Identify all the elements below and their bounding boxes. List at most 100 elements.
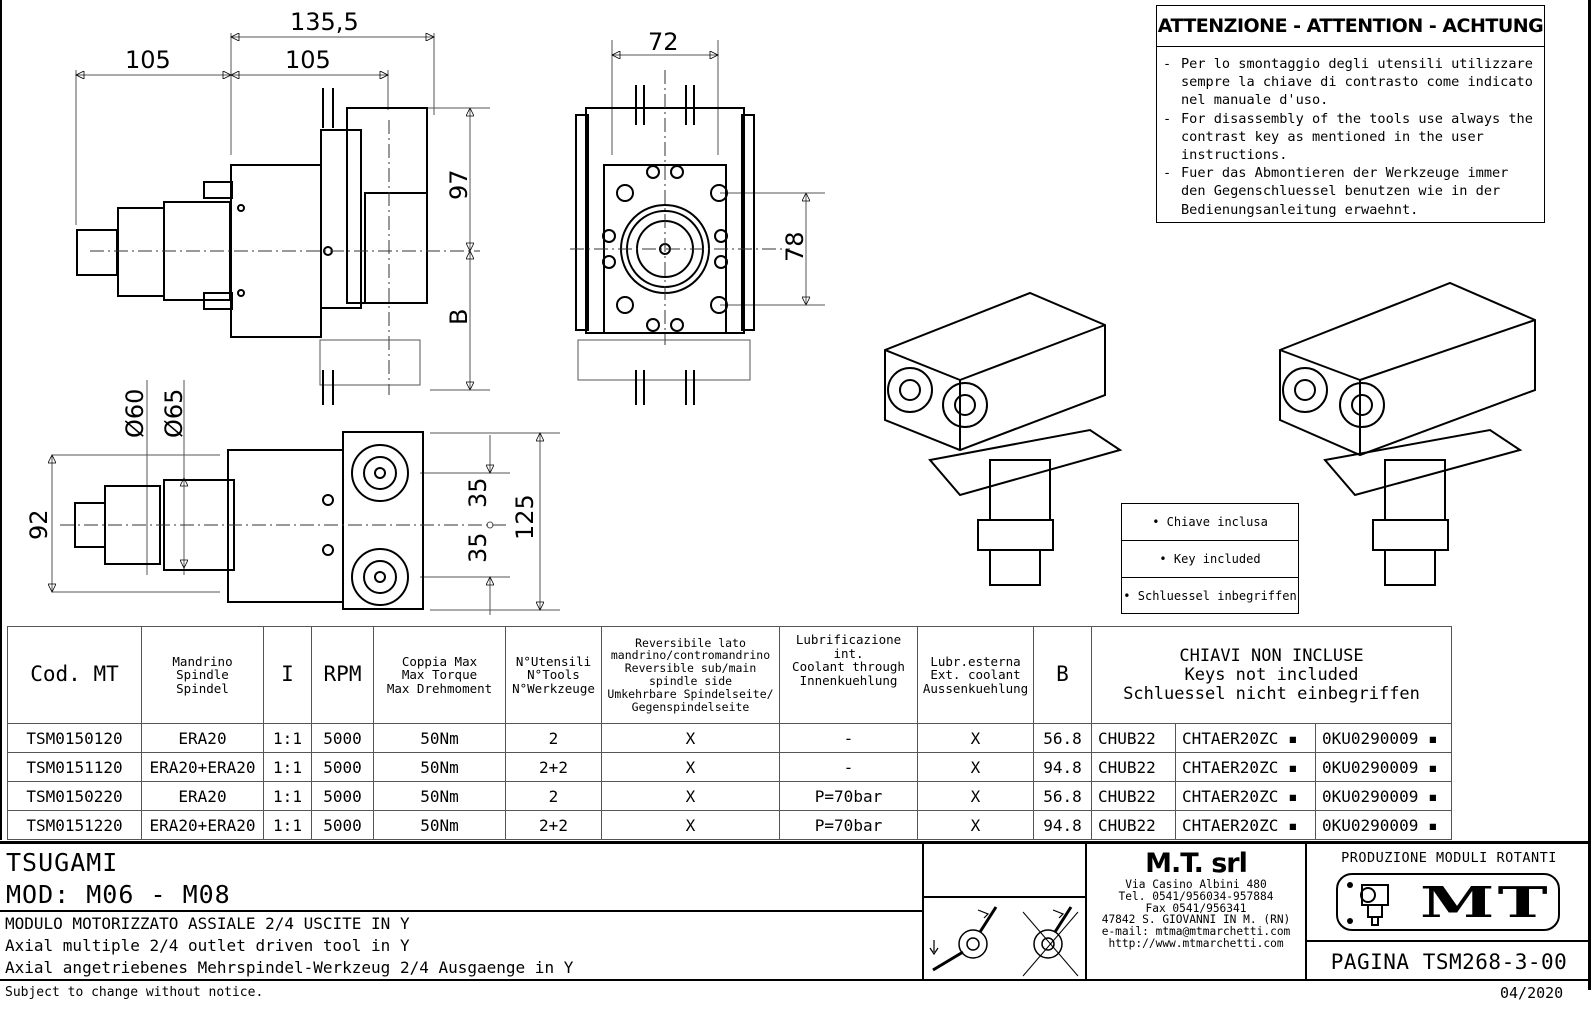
cell-spindle: ERA20: [141, 723, 264, 753]
header-ratio: I: [263, 626, 312, 724]
cell-key1: CHUB22: [1091, 781, 1176, 811]
dim-72: 72: [648, 28, 679, 56]
company-fax: Fax 0541/956341: [1145, 901, 1247, 915]
cell-coolant-int: -: [779, 752, 918, 782]
warning-item-en: -For disassembly of the tools use always…: [1163, 110, 1533, 164]
cell-torque: 50Nm: [373, 781, 506, 811]
company-tel: Tel. 0541/956034-957884: [1118, 889, 1274, 903]
description-de: Axial angetriebenes Mehrspindel-Werkzeug…: [5, 958, 574, 977]
isometric-view-right: [1279, 281, 1536, 586]
cell-b: 94.8: [1033, 752, 1092, 782]
cell-key1: CHUB22: [1091, 810, 1176, 840]
cell-code: TSM0150120: [7, 723, 142, 753]
warning-item-it: -Per lo smontaggio degli utensili utiliz…: [1163, 56, 1533, 109]
warning-item-de: -Fuer das Abmontieren der Werkzeuge imme…: [1163, 165, 1509, 218]
mt-logo: MT: [1336, 873, 1560, 931]
company-name: M.T. srl: [1145, 848, 1248, 879]
technical-drawing: 135,5 105 105 97 B 72 78 Ø60 Ø65 92 35 3…: [25, 8, 1536, 615]
dim-78: 78: [781, 231, 809, 262]
isometric-view-left: [884, 291, 1123, 586]
cell-reversible: X: [601, 752, 780, 782]
title-block-key-icons: [924, 844, 1087, 981]
footer-date: 04/2020: [1500, 984, 1564, 1002]
cell-key2: CHTAER20ZC: [1175, 752, 1316, 782]
top-view: [52, 380, 560, 615]
company-website[interactable]: http://www.mtmarchetti.com: [1108, 936, 1284, 950]
dim-97: 97: [445, 169, 473, 200]
cell-ratio: 1:1: [263, 781, 312, 811]
warning-box: ATTENZIONE - ATTENTION - ACHTUNG -Per lo…: [1156, 5, 1545, 223]
cell-key3: 0KU0290009: [1315, 781, 1452, 811]
dim-35-bottom: 35: [464, 532, 492, 563]
cell-tools: 2+2: [505, 752, 602, 782]
company-address: Via Casino Albini 480: [1125, 878, 1267, 891]
cell-b: 56.8: [1033, 781, 1092, 811]
cell-reversible: X: [601, 810, 780, 840]
dim-diam-65: Ø65: [160, 389, 188, 438]
cell-spindle: ERA20: [141, 781, 264, 811]
cell-key3: 0KU0290009: [1315, 752, 1452, 782]
warning-title: ATTENZIONE - ATTENTION - ACHTUNG: [1157, 6, 1544, 47]
side-view: [76, 33, 490, 405]
cell-ratio: 1:1: [263, 723, 312, 753]
header-rpm: RPM: [311, 626, 374, 724]
cell-code: TSM0151220: [7, 810, 142, 840]
cell-rpm: 5000: [311, 723, 374, 753]
cell-key2: CHTAER20ZC: [1175, 810, 1316, 840]
cell-key1: CHUB22: [1091, 752, 1176, 782]
cell-code: TSM0151120: [7, 752, 142, 782]
dim-diam-60: Ø60: [121, 389, 149, 438]
cell-b: 56.8: [1033, 723, 1092, 753]
header-code: Cod. MT: [7, 626, 142, 724]
company-info: M.T. srl Via Casino Albini 480 Tel. 0541…: [1087, 844, 1307, 981]
front-view: [570, 40, 825, 405]
dim-105-left: 105: [125, 46, 171, 74]
cell-coolant-ext: X: [917, 752, 1034, 782]
cell-torque: 50Nm: [373, 810, 506, 840]
cell-coolant-int: P=70bar: [779, 781, 918, 811]
cell-coolant-ext: X: [917, 723, 1034, 753]
cell-spindle: ERA20+ERA20: [141, 810, 264, 840]
cell-b: 94.8: [1033, 810, 1092, 840]
dim-125: 125: [511, 494, 539, 540]
rotary-module-icon: [1347, 882, 1389, 926]
cell-tools: 2: [505, 781, 602, 811]
machine-name: TSUGAMI: [6, 848, 119, 877]
dim-92: 92: [25, 509, 53, 540]
footer-note: Subject to change without notice.: [5, 985, 264, 1000]
cell-torque: 50Nm: [373, 723, 506, 753]
model-name: MOD: M06 - M08: [6, 880, 231, 909]
cell-code: TSM0150220: [7, 781, 142, 811]
logo-text: MT: [1420, 878, 1551, 927]
cell-coolant-ext: X: [917, 810, 1034, 840]
page-number: PAGINA TSM268-3-00: [1330, 950, 1568, 974]
legend-en: • Key included: [1122, 541, 1298, 578]
cell-rpm: 5000: [311, 752, 374, 782]
cell-key2: CHTAER20ZC: [1175, 723, 1316, 753]
cell-tools: 2: [505, 723, 602, 753]
cell-reversible: X: [601, 781, 780, 811]
cell-reversible: X: [601, 723, 780, 753]
dim-135-5: 135,5: [290, 8, 359, 36]
frame-border-right: [1588, 0, 1591, 990]
company-email[interactable]: e-mail: mtma@mtmarchetti.com: [1101, 925, 1291, 939]
brand-caption: PRODUZIONE MODULI ROTANTI: [1341, 850, 1557, 866]
cell-rpm: 5000: [311, 810, 374, 840]
description-en: Axial multiple 2/4 outlet driven tool in…: [5, 936, 410, 955]
key-usage-correct-icon: [929, 906, 998, 972]
brand-block: PRODUZIONE MODULI ROTANTI MT PAGINA TSM2…: [1307, 844, 1591, 981]
cell-key3: 0KU0290009: [1315, 810, 1452, 840]
title-block-description: TSUGAMI MOD: M06 - M08 MODULO MOTORIZZAT…: [0, 844, 924, 981]
cell-rpm: 5000: [311, 781, 374, 811]
